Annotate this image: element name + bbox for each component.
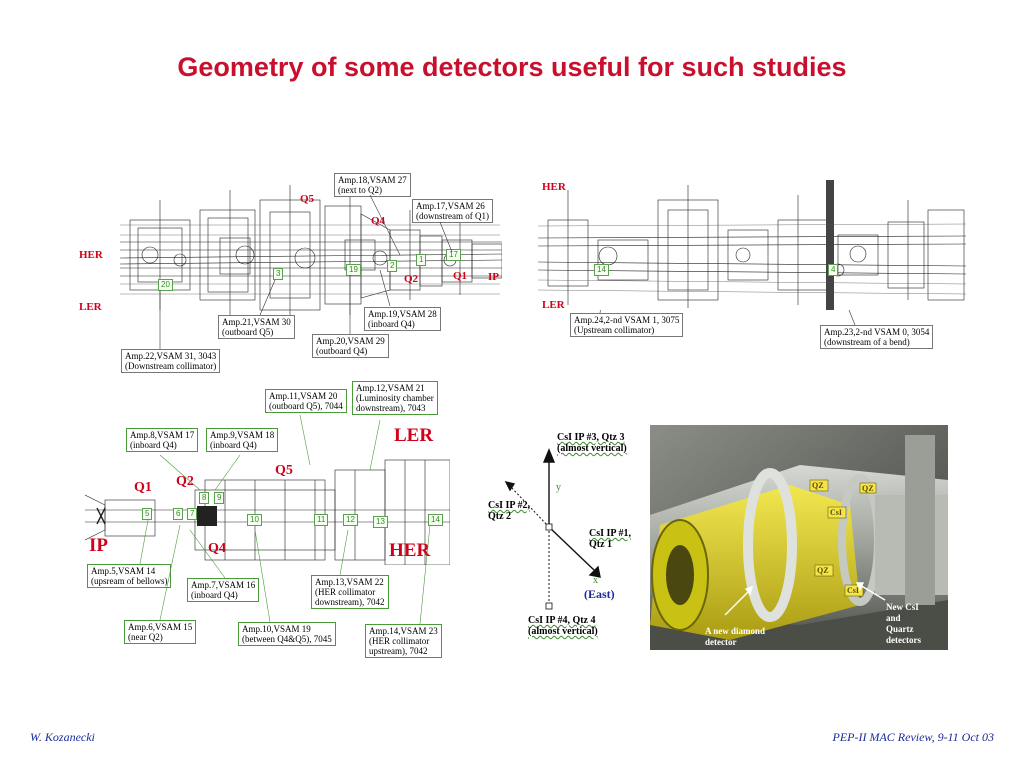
- label-q1: Q1: [453, 270, 468, 282]
- label-her-3: HER: [389, 540, 431, 561]
- box-amp10: Amp.10,VSAM 19(between Q4&Q5), 7045: [238, 622, 336, 646]
- label-ler-2: LER: [542, 299, 565, 311]
- label-q1-3: Q1: [134, 480, 152, 495]
- box-amp23: Amp.23,2-nd VSAM 0, 3054(downstream of a…: [820, 325, 934, 349]
- number-tag: 8: [199, 492, 210, 504]
- axis-x-label: x: [593, 575, 598, 586]
- box-amp11: Amp.11,VSAM 20(outboard Q5), 7044: [265, 389, 347, 413]
- label-ip-3: IP: [89, 535, 108, 556]
- photo-tag: QZ: [862, 484, 874, 493]
- number-tag: 20: [158, 279, 173, 291]
- number-tag: 4: [828, 264, 839, 276]
- label-q2: Q2: [404, 273, 419, 285]
- east-label: (East): [584, 587, 615, 601]
- axis-label-top: CsI IP #3, Qtz 3(almost vertical): [557, 432, 627, 454]
- photo-tag: CsI: [847, 586, 860, 595]
- box-amp21: Amp.21,VSAM 30(outboard Q5): [218, 315, 295, 339]
- box-amp19: Amp.19,VSAM 28(inboard Q4): [364, 307, 441, 331]
- photo-tag: CsI: [830, 508, 843, 517]
- panel-2-drawing: 14 4: [538, 180, 966, 310]
- box-amp24: Amp.24,2-nd VSAM 1, 3075(Upstream collim…: [570, 313, 684, 337]
- slide-title: Geometry of some detectors useful for su…: [177, 52, 847, 82]
- axis-label-bottom: CsI IP #4, Qtz 4(almost vertical): [528, 615, 598, 637]
- number-tag: 12: [343, 514, 358, 526]
- label-her-2: HER: [542, 181, 566, 193]
- label-ip: IP: [488, 271, 499, 283]
- label-her: HER: [79, 249, 103, 261]
- number-tag: 13: [373, 516, 388, 528]
- label-q4: Q4: [371, 215, 386, 227]
- label-q5-3: Q5: [275, 463, 293, 478]
- label-q5: Q5: [300, 193, 315, 205]
- axis-label-right: CsI IP #1,Qtz 1: [589, 528, 631, 550]
- box-amp7: Amp.7,VSAM 16(inboard Q4): [187, 578, 260, 602]
- box-amp6: Amp.6,VSAM 15(near Q2): [124, 620, 197, 644]
- number-tag: 14: [594, 264, 609, 276]
- number-tag: 7: [187, 508, 198, 520]
- footer-author: W. Kozanecki: [30, 730, 95, 744]
- number-tag: 17: [446, 249, 461, 261]
- number-tag: 9: [214, 492, 225, 504]
- number-tag: 3: [273, 268, 284, 280]
- number-tag: 11: [314, 514, 329, 526]
- label-ler: LER: [79, 301, 102, 313]
- photo-tag: QZ: [812, 481, 824, 490]
- axis-label-left: CsI IP #2,Qtz 2: [488, 500, 530, 522]
- photo-tag: QZ: [817, 566, 829, 575]
- number-tag: 10: [247, 514, 262, 526]
- number-tag: 19: [346, 264, 361, 276]
- axis-y-label: y: [556, 482, 561, 493]
- number-tag: 14: [428, 514, 443, 526]
- box-amp9: Amp.9,VSAM 18(inboard Q4): [206, 428, 279, 452]
- photo-illustration: [650, 425, 948, 650]
- box-amp18: Amp.18,VSAM 27(next to Q2): [334, 173, 411, 197]
- box-amp5: Amp.5,VSAM 14(upsream of bellows): [87, 564, 172, 588]
- label-q4-3: Q4: [208, 541, 226, 556]
- footer-event: PEP-II MAC Review, 9-11 Oct 03: [832, 730, 995, 744]
- box-amp17: Amp.17,VSAM 26(downstream of Q1): [412, 199, 493, 223]
- number-tag: 5: [142, 508, 153, 520]
- number-tag: 1: [416, 254, 427, 266]
- number-tag: 2: [387, 260, 398, 272]
- label-q2-3: Q2: [176, 474, 194, 489]
- box-amp8: Amp.8,VSAM 17(inboard Q4): [126, 428, 199, 452]
- box-amp22: Amp.22,VSAM 31, 3043(Downstream collimat…: [121, 349, 221, 373]
- label-ler-3: LER: [394, 425, 434, 446]
- box-amp20: Amp.20,VSAM 29(outboard Q4): [312, 334, 389, 358]
- number-tag: 6: [173, 508, 184, 520]
- panel-2-lines: [538, 180, 966, 310]
